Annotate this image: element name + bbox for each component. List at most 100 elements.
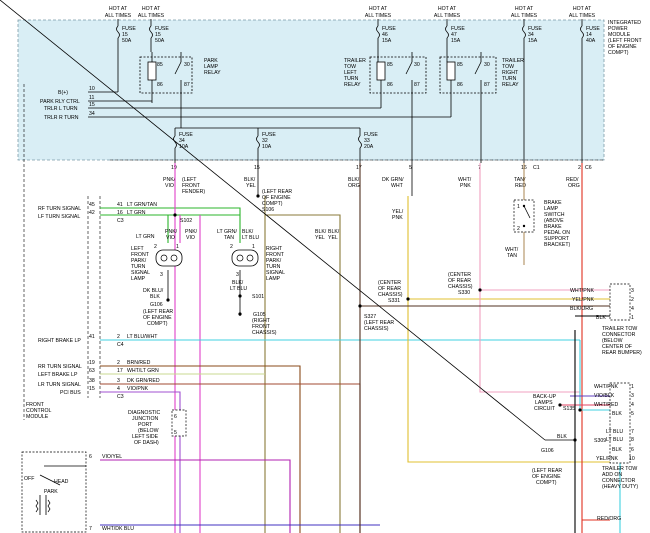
svg-text:17: 17	[356, 165, 362, 171]
svg-text:2: 2	[517, 226, 520, 232]
svg-text:19: 19	[89, 360, 95, 366]
svg-text:BLK/: BLK/	[348, 177, 360, 183]
svg-text:SIGNAL: SIGNAL	[266, 270, 285, 276]
svg-text:YEL/PNK: YEL/PNK	[572, 297, 594, 303]
svg-text:LR TURN SIGNAL: LR TURN SIGNAL	[38, 382, 81, 388]
ipm-wire-labels: PNK/ VIO BLK/ YEL BLK/ ORG DK GRN/ WHT W…	[163, 177, 580, 189]
svg-text:VIO: VIO	[165, 183, 174, 189]
svg-text:S106: S106	[262, 207, 274, 213]
svg-text:VIO/YEL: VIO/YEL	[102, 454, 122, 460]
svg-text:PARK/: PARK/	[131, 258, 147, 264]
svg-text:BLK/: BLK/	[232, 280, 244, 286]
svg-text:FRONT: FRONT	[182, 183, 201, 189]
module-boundaries	[23, 84, 101, 420]
svg-text:2: 2	[631, 297, 634, 303]
svg-text:COMPT): COMPT)	[262, 201, 283, 207]
svg-text:TAN: TAN	[507, 253, 517, 259]
svg-text:LEFT: LEFT	[131, 246, 145, 252]
svg-text:RIGHT BRAKE LP: RIGHT BRAKE LP	[38, 338, 81, 344]
svg-text:FUSE: FUSE	[364, 132, 378, 138]
svg-text:CHASSIS): CHASSIS)	[378, 292, 403, 298]
svg-text:10A: 10A	[262, 144, 272, 150]
svg-text:(LEFT REAR: (LEFT REAR	[364, 320, 394, 326]
svg-text:TAN/: TAN/	[514, 177, 526, 183]
svg-text:LT GRN: LT GRN	[136, 234, 155, 240]
top-fuses	[116, 19, 584, 163]
svg-text:BRAKE: BRAKE	[544, 200, 562, 206]
svg-text:41: 41	[89, 334, 95, 340]
svg-text:LT GRN/TAN: LT GRN/TAN	[127, 202, 157, 208]
brake-switch: 1 2 BRAKE LAMP SWITCH (ABOVE BRAKE PEDAL…	[505, 199, 571, 259]
svg-text:1: 1	[252, 244, 255, 250]
svg-text:HOT AT: HOT AT	[142, 6, 161, 12]
svg-text:CONNECTOR: CONNECTOR	[602, 332, 636, 338]
wires-colored	[100, 163, 621, 533]
svg-text:VIO/PNK: VIO/PNK	[127, 386, 149, 392]
svg-text:(LEFT REAR: (LEFT REAR	[262, 189, 292, 195]
wires-black	[0, 0, 575, 441]
svg-text:RIGHT: RIGHT	[502, 70, 519, 76]
svg-text:LAMP: LAMP	[266, 276, 281, 282]
svg-text:PNK: PNK	[392, 215, 403, 221]
svg-text:50A: 50A	[122, 38, 132, 44]
svg-text:FRONT: FRONT	[252, 324, 271, 330]
svg-text:(BELOW: (BELOW	[602, 338, 623, 344]
svg-text:WHT: WHT	[391, 183, 404, 189]
svg-text:BLK: BLK	[596, 315, 606, 321]
svg-text:46: 46	[382, 32, 388, 38]
svg-text:30: 30	[414, 62, 420, 68]
svg-text:FUSE: FUSE	[451, 26, 465, 32]
fender-labels: (LEFT FRONT FENDER) (LEFT REAR OF ENGINE…	[180, 177, 292, 224]
svg-text:DIAGNOSTIC: DIAGNOSTIC	[128, 410, 161, 416]
svg-text:OF ENGINE: OF ENGINE	[143, 315, 172, 321]
svg-text:YEL: YEL	[328, 235, 338, 241]
svg-text:45: 45	[89, 202, 95, 208]
svg-text:CHASSIS): CHASSIS)	[448, 284, 473, 290]
svg-text:B(+): B(+)	[58, 90, 68, 96]
svg-text:S331: S331	[388, 298, 400, 304]
svg-text:PNK/: PNK/	[163, 177, 176, 183]
svg-text:3: 3	[117, 378, 120, 384]
svg-text:LAMPS: LAMPS	[535, 400, 553, 406]
svg-text:(RIGHT: (RIGHT	[252, 318, 271, 324]
svg-text:15: 15	[254, 165, 260, 171]
svg-text:LF TURN SIGNAL: LF TURN SIGNAL	[38, 214, 80, 220]
svg-text:BLK/: BLK/	[315, 229, 327, 235]
svg-text:VIO: VIO	[186, 235, 195, 241]
svg-text:BLK: BLK	[150, 294, 160, 300]
svg-text:(LEFT: (LEFT	[182, 177, 197, 183]
svg-text:HOT AT: HOT AT	[515, 6, 534, 12]
svg-text:87: 87	[484, 82, 490, 88]
svg-text:2: 2	[117, 334, 120, 340]
diagnostic-junction-port: 6 5 DIAGNOSTIC JUNCTION PORT (BELOW LEFT…	[128, 409, 187, 446]
svg-text:86: 86	[157, 82, 163, 88]
svg-text:FRONT: FRONT	[131, 252, 150, 258]
svg-text:32: 32	[262, 138, 268, 144]
svg-text:85: 85	[387, 62, 393, 68]
svg-text:BRAKE: BRAKE	[544, 224, 562, 230]
svg-text:ALL TIMES: ALL TIMES	[365, 13, 392, 19]
svg-text:ALL TIMES: ALL TIMES	[138, 13, 165, 19]
svg-text:20A: 20A	[364, 144, 374, 150]
svg-text:6: 6	[174, 414, 177, 420]
svg-text:ORG: ORG	[348, 183, 360, 189]
svg-text:YEL: YEL	[246, 183, 256, 189]
fcm-rows-lower: RIGHT BRAKE LP 41 2 LT BLU/WHT C4 RR TUR…	[26, 334, 160, 420]
svg-text:WHT/PNK: WHT/PNK	[570, 288, 594, 294]
left-turn-relay	[369, 52, 427, 163]
svg-text:RR TURN SIGNAL: RR TURN SIGNAL	[38, 364, 82, 370]
svg-text:WHT/LT GRN: WHT/LT GRN	[127, 368, 159, 374]
svg-text:LEFT: LEFT	[344, 70, 358, 76]
svg-text:FRONT: FRONT	[26, 402, 45, 408]
svg-text:(CENTER: (CENTER	[448, 272, 471, 278]
svg-text:30: 30	[484, 62, 490, 68]
svg-text:COMPT): COMPT)	[608, 50, 629, 56]
svg-text:1: 1	[176, 244, 179, 250]
svg-text:RED/ORG: RED/ORG	[597, 516, 621, 522]
svg-text:BLK: BLK	[557, 434, 567, 440]
svg-text:85: 85	[457, 62, 463, 68]
svg-text:ORG: ORG	[568, 183, 580, 189]
svg-text:34: 34	[89, 111, 95, 117]
svg-text:CHASSIS): CHASSIS)	[364, 326, 389, 332]
